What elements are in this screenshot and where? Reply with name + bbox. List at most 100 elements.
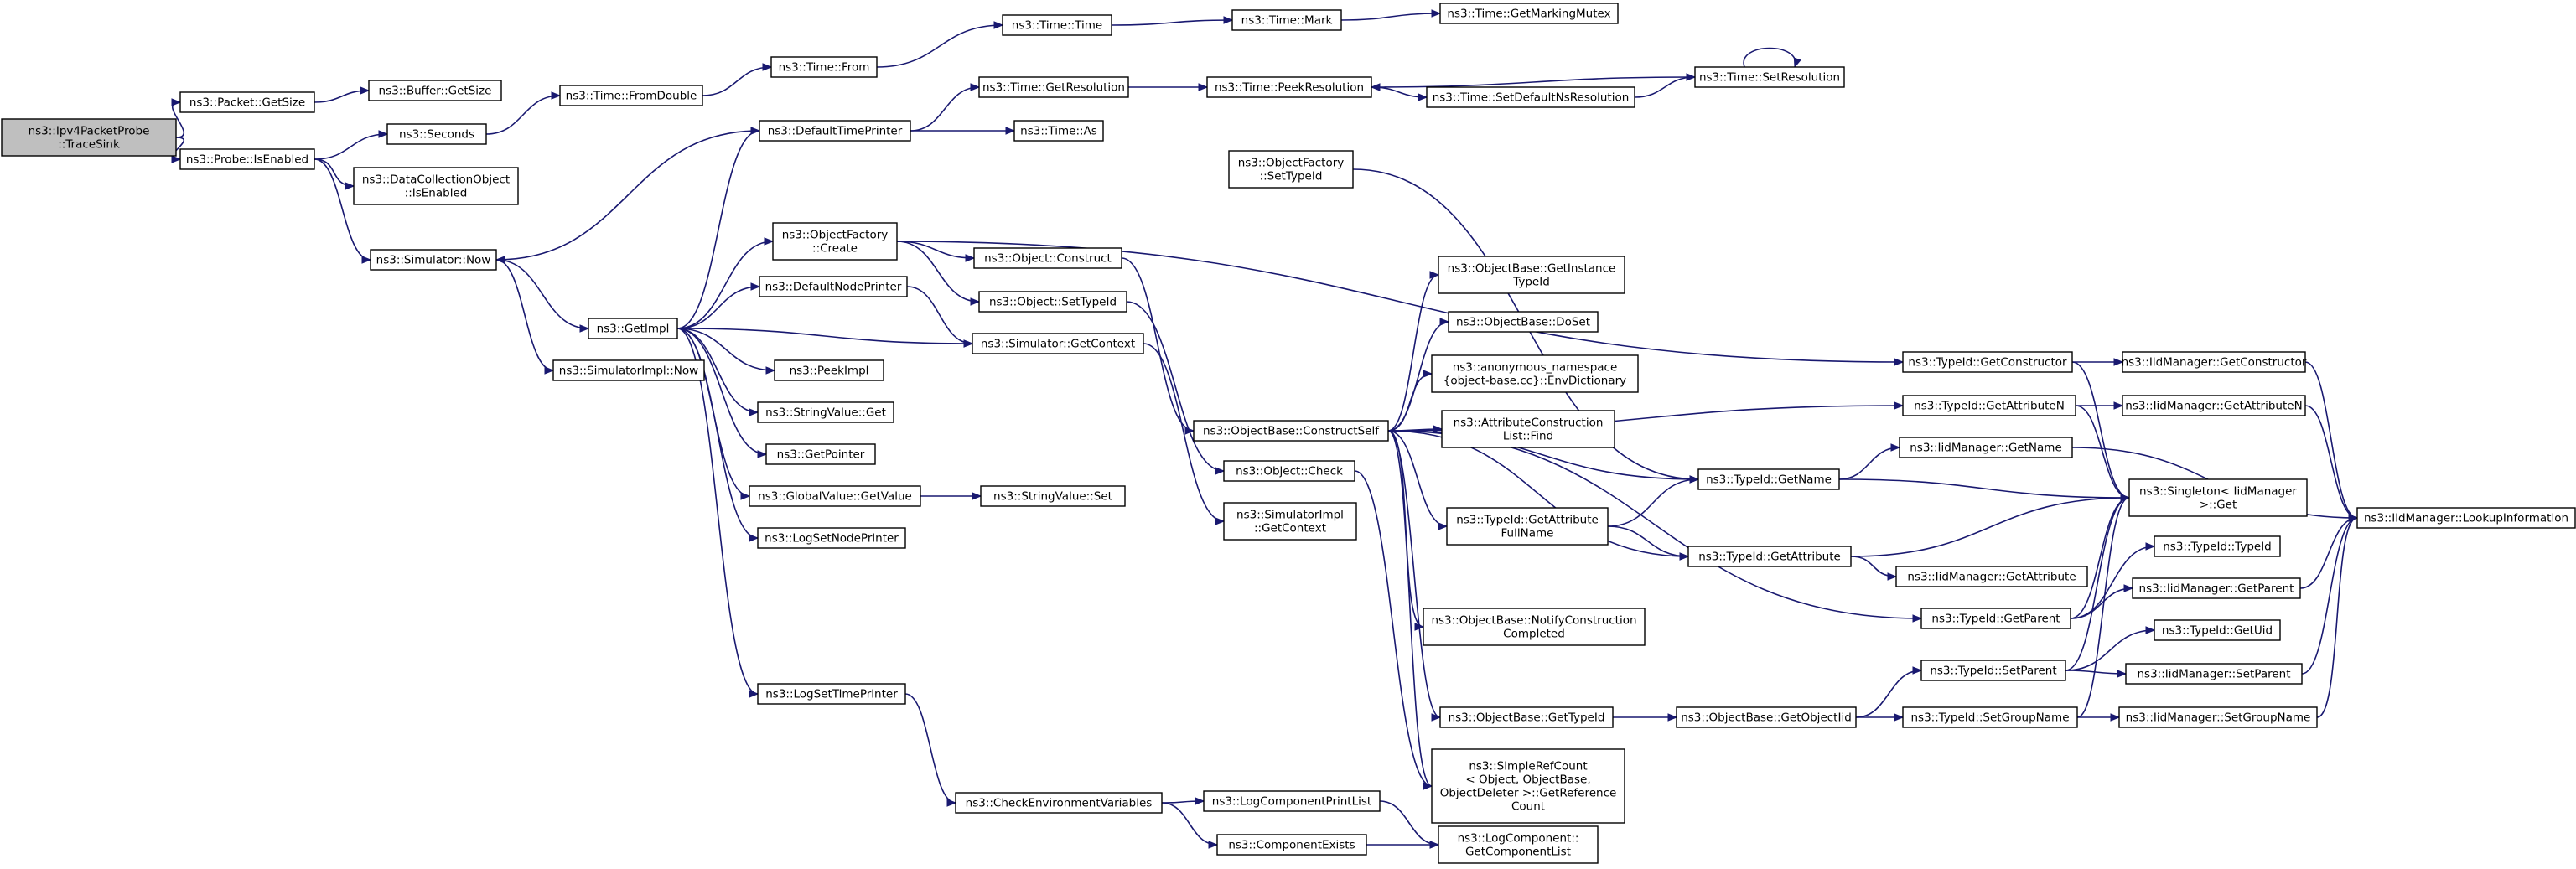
- node-ns3-iidmanager-getparent[interactable]: ns3::IidManager::GetParent: [2132, 577, 2301, 599]
- node-box: [1902, 351, 2073, 373]
- node-ns3-objectbase-constructself[interactable]: ns3::ObjectBase::ConstructSelf: [1193, 420, 1389, 442]
- node-ns3-typeid-getname[interactable]: ns3::TypeId::GetName: [1697, 468, 1840, 490]
- node-ns3-stringvalue-get[interactable]: ns3::StringValue::Get: [757, 401, 894, 423]
- edge-arrow: [676, 328, 768, 458]
- node-ns3-logsetnodeprinter[interactable]: ns3::LogSetNodePrinter: [757, 527, 906, 549]
- node-ns3-object-settypeid[interactable]: ns3::Object::SetTypeId: [978, 291, 1127, 313]
- node-ns3-iidmanager-getattributen[interactable]: ns3::IidManager::GetAttributeN: [2122, 395, 2306, 416]
- node-label: ns3::IidManager::SetGroupName: [2126, 711, 2311, 725]
- edge-line: [1838, 478, 2130, 499]
- node-ns3-objectfactory-settypeid[interactable]: ns3::ObjectFactory::SetTypeId: [1228, 150, 1354, 189]
- node-box: [978, 76, 1129, 98]
- node-label: ns3::Time::SetDefaultNsResolution: [1433, 91, 1630, 105]
- node-ns3-time-mark[interactable]: ns3::Time::Mark: [1231, 9, 1342, 31]
- node-ns3-iidmanager-getname[interactable]: ns3::IidManager::GetName: [1899, 437, 2073, 458]
- node-label: ns3::Time::GetResolution: [982, 81, 1125, 95]
- edge-arrow: [171, 137, 184, 163]
- node-ns3-simulatorimpl-getcontext[interactable]: ns3::SimulatorImpl::GetContext: [1223, 502, 1357, 541]
- node-ns3-datacollectionobject-isenabled[interactable]: ns3::DataCollectionObject::IsEnabled: [353, 167, 519, 205]
- edge-line: [1387, 274, 1439, 432]
- edge-line: [676, 241, 774, 329]
- node-label: >::Get: [2200, 499, 2237, 512]
- node-ns3-objectbase-gettypeid[interactable]: ns3::ObjectBase::GetTypeId: [1439, 706, 1614, 728]
- node-label: ns3::IidManager::GetName: [1910, 442, 2062, 455]
- node-ns3-typeid-typeid[interactable]: ns3::TypeId::TypeId: [2154, 535, 2281, 557]
- node-box: [1441, 410, 1615, 448]
- node-ns3-typeid-setgroupname[interactable]: ns3::TypeId::SetGroupName: [1902, 706, 2078, 728]
- edge-arrow: [920, 492, 982, 500]
- node-ns3-objectbase-getobjectiid[interactable]: ns3::ObjectBase::GetObjectIid: [1676, 706, 1857, 728]
- edge-arrow: [2065, 670, 2128, 678]
- node-ns3-probe-isenabled[interactable]: ns3::Probe::IsEnabled: [179, 148, 315, 170]
- edge-arrow: [2075, 401, 2124, 410]
- node-ns3-simulator-getcontext[interactable]: ns3::Simulator::GetContext: [972, 333, 1144, 354]
- node-box: [1228, 150, 1354, 189]
- node-ns3-globalvalue-getvalue[interactable]: ns3::GlobalValue::GetValue: [749, 485, 921, 507]
- node-ns3-anonymous-namespace-object-base-cc-envdictionary[interactable]: ns3::anonymous_namespace{object-base.cc}…: [1431, 354, 1639, 393]
- edge-line: [702, 66, 772, 96]
- node-box: [588, 318, 678, 339]
- node-ns3-iidmanager-getconstructor[interactable]: ns3::IidManager::GetConstructor: [2122, 351, 2307, 373]
- node-ns3-getpointer[interactable]: ns3::GetPointer: [765, 443, 876, 465]
- node-ns3-logsettimeprinter[interactable]: ns3::LogSetTimePrinter: [757, 683, 906, 705]
- node-ns3-object-construct[interactable]: ns3::Object::Construct: [973, 247, 1122, 269]
- edge-arrow: [1366, 841, 1440, 849]
- node-ns3-ipv4packetprobe-tracesink[interactable]: ns3::Ipv4PacketProbe::TraceSink: [1, 118, 177, 157]
- node-ns3-objectbase-doset[interactable]: ns3::ObjectBase::DoSet: [1448, 311, 1599, 333]
- node-ns3-stringvalue-set[interactable]: ns3::StringValue::Set: [980, 485, 1126, 507]
- node-label: < Object, ObjectBase,: [1465, 773, 1590, 787]
- node-ns3-time-fromdouble[interactable]: ns3::Time::FromDouble: [559, 85, 703, 106]
- node-ns3-object-check[interactable]: ns3::Object::Check: [1223, 460, 1355, 482]
- node-ns3-defaulttimeprinter[interactable]: ns3::DefaultTimePrinter: [759, 120, 911, 142]
- node-ns3-time-getmarkingmutex[interactable]: ns3::Time::GetMarkingMutex: [1439, 3, 1619, 24]
- node-ns3-simulatorimpl-now[interactable]: ns3::SimulatorImpl::Now: [552, 359, 705, 381]
- node-ns3-iidmanager-getattribute[interactable]: ns3::IidManager::GetAttribute: [1895, 566, 2088, 587]
- node-ns3-iidmanager-lookupinformation[interactable]: ns3::IidManager::LookupInformation: [2356, 507, 2576, 529]
- edge-arrow: [314, 158, 372, 264]
- node-ns3-packet-getsize[interactable]: ns3::Packet::GetSize: [179, 91, 315, 113]
- node-ns3-checkenvironmentvariables[interactable]: ns3::CheckEnvironmentVariables: [955, 792, 1163, 814]
- node-box: [770, 56, 878, 78]
- node-ns3-logcomponentprintlist[interactable]: ns3::LogComponentPrintList: [1203, 790, 1381, 812]
- node-ns3-typeid-setparent[interactable]: ns3::TypeId::SetParent: [1920, 660, 2066, 681]
- node-ns3-componentexists[interactable]: ns3::ComponentExists: [1216, 834, 1367, 856]
- node-ns3-simulator-now[interactable]: ns3::Simulator::Now: [370, 249, 497, 271]
- node-ns3-getimpl[interactable]: ns3::GetImpl: [588, 318, 678, 339]
- node-ns3-time-as[interactable]: ns3::Time::As: [1013, 120, 1104, 142]
- node-ns3-objectfactory-create[interactable]: ns3::ObjectFactory::Create: [772, 222, 898, 261]
- edge-arrowhead: [2110, 713, 2121, 722]
- node-ns3-typeid-getattribute[interactable]: ns3::TypeId::GetAttribute: [1687, 546, 1852, 567]
- edge-arrowhead: [970, 297, 981, 306]
- node-ns3-time-from[interactable]: ns3::Time::From: [770, 56, 878, 78]
- node-ns3-logcomponent-getcomponentlist[interactable]: ns3::LogComponent::GetComponentList: [1438, 825, 1599, 864]
- node-label: ns3::Time::From: [779, 61, 870, 75]
- node-ns3-typeid-getattributen[interactable]: ns3::TypeId::GetAttributeN: [1902, 395, 2076, 416]
- node-ns3-peekimpl[interactable]: ns3::PeekImpl: [774, 359, 884, 381]
- node-ns3-time-setdefaultnsresolution[interactable]: ns3::Time::SetDefaultNsResolution: [1426, 86, 1635, 108]
- node-label: ns3::Time::As: [1020, 125, 1097, 138]
- node-ns3-time-setresolution[interactable]: ns3::Time::SetResolution: [1694, 66, 1845, 88]
- node-ns3-iidmanager-setparent[interactable]: ns3::IidManager::SetParent: [2125, 663, 2303, 685]
- node-ns3-time-peekresolution[interactable]: ns3::Time::PeekResolution: [1206, 76, 1372, 98]
- edge-arrowhead: [1429, 271, 1440, 279]
- node-ns3-seconds[interactable]: ns3::Seconds: [386, 123, 487, 145]
- node-ns3-typeid-getparent[interactable]: ns3::TypeId::GetParent: [1920, 608, 2071, 629]
- node-ns3-typeid-getconstructor[interactable]: ns3::TypeId::GetConstructor: [1902, 351, 2073, 373]
- node-box: [2132, 577, 2301, 599]
- edge-arrow: [1387, 430, 1449, 530]
- node-ns3-typeid-getuid[interactable]: ns3::TypeId::GetUid: [2154, 619, 2281, 641]
- node-ns3-time-time[interactable]: ns3::Time::Time: [1002, 14, 1112, 36]
- edge-arrowhead: [551, 91, 562, 100]
- node-ns3-buffer-getsize[interactable]: ns3::Buffer::GetSize: [368, 80, 502, 101]
- node-ns3-singleton-iidmanager-get[interactable]: ns3::Singleton< IidManager>::Get: [2128, 478, 2308, 517]
- edge-arrowhead: [2113, 401, 2124, 410]
- node-label: ns3::Probe::IsEnabled: [186, 153, 308, 167]
- node-ns3-objectbase-notifyconstruction-completed[interactable]: ns3::ObjectBase::NotifyConstructionCompl…: [1423, 608, 1646, 646]
- node-ns3-simplerefcount-object-objectbase-objectdeleter-getreference-count[interactable]: ns3::SimpleRefCount< Object, ObjectBase,…: [1431, 748, 1625, 824]
- node-ns3-defaultnodeprinter[interactable]: ns3::DefaultNodePrinter: [759, 276, 908, 297]
- node-ns3-time-getresolution[interactable]: ns3::Time::GetResolution: [978, 76, 1129, 98]
- node-ns3-iidmanager-setgroupname[interactable]: ns3::IidManager::SetGroupName: [2118, 706, 2318, 728]
